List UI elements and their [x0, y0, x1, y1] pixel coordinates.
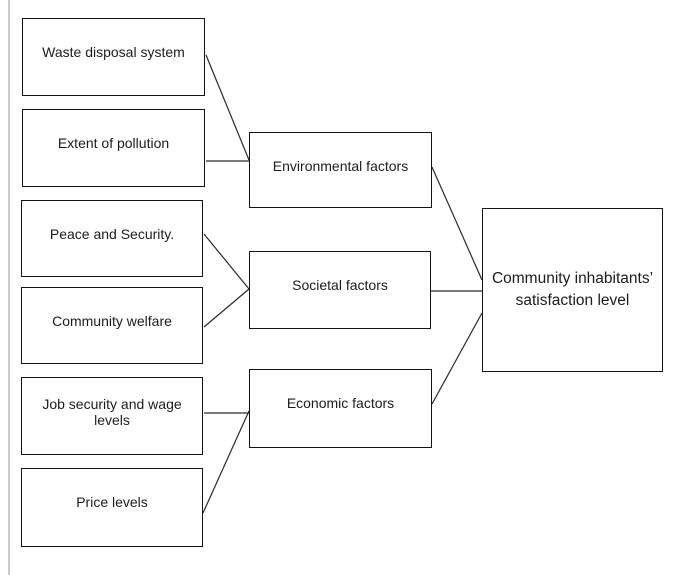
node-peace-and-security: Peace and Security.: [21, 200, 203, 277]
edge-economic-satisfaction: [431, 312, 483, 405]
node-environmental-factors: Environmental factors: [249, 132, 432, 208]
node-price-levels: Price levels: [21, 468, 203, 547]
node-label: Societal factors: [292, 277, 388, 293]
node-label: Extent of pollution: [57, 135, 170, 151]
node-label: Waste disposal system: [42, 44, 185, 60]
edge-environmental-satisfaction: [431, 166, 483, 281]
edge-waste-environmental: [205, 54, 250, 161]
node-label: Community inhabitants’ satisfaction leve…: [492, 268, 653, 312]
edge-peace-societal: [203, 233, 250, 290]
edge-welfare-societal: [203, 288, 250, 328]
node-extent-of-pollution: Extent of pollution: [22, 109, 205, 187]
node-label: Community welfare: [52, 313, 172, 329]
node-label: Environmental factors: [272, 158, 409, 174]
node-label: Job security and wage levels: [42, 396, 182, 428]
page-left-rule: [8, 0, 10, 575]
node-label: Peace and Security.: [49, 226, 175, 242]
node-community-welfare: Community welfare: [21, 287, 203, 364]
node-label: Price levels: [76, 494, 148, 510]
node-societal-factors: Societal factors: [249, 251, 431, 329]
node-label: Economic factors: [286, 395, 395, 411]
node-economic-factors: Economic factors: [249, 369, 432, 448]
node-job-security-and-wage-levels: Job security and wage levels: [21, 377, 203, 455]
node-community-inhabitants-satisfaction-level: Community inhabitants’ satisfaction leve…: [482, 208, 663, 372]
edge-price-economic: [202, 410, 250, 514]
node-waste-disposal-system: Waste disposal system: [22, 18, 205, 96]
node-label-line1: Community inhabitants’: [491, 270, 654, 287]
node-label-line2: satisfaction level: [515, 292, 630, 309]
